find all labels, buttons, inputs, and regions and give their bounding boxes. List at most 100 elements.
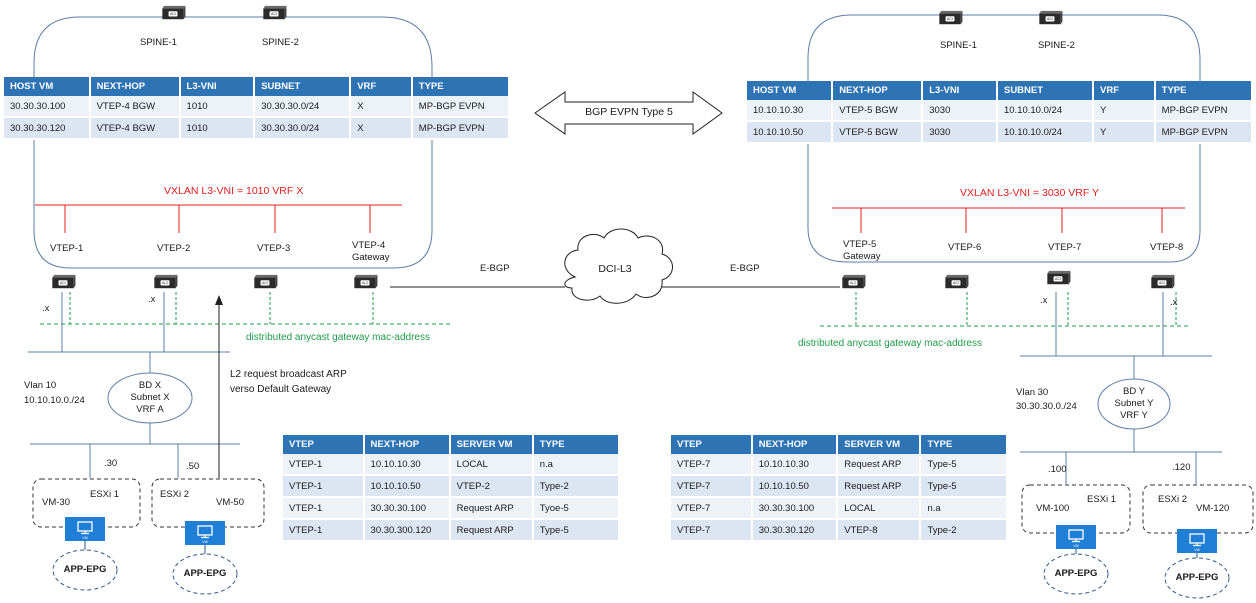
right-anycast-label: distributed anycast gateway mac-address	[798, 338, 982, 349]
epg-ellipse	[52, 549, 118, 591]
table-header-cell: SERVER VM	[837, 435, 922, 454]
esxi-label: ESXi 1	[1087, 494, 1117, 505]
table-cell: 30.30.30.120	[751, 519, 839, 542]
bd-y-subnet: Subnet Y	[1114, 398, 1154, 409]
table-cell: Type-5	[532, 519, 621, 542]
svg-text:VM: VM	[202, 540, 207, 544]
table-header-cell: TYPE	[411, 77, 511, 96]
aci-switch-icon: ACI	[945, 274, 969, 289]
table-header-cell: HOST VM	[4, 77, 91, 96]
right-fabric-outline	[807, 14, 1201, 263]
table-cell: Type-5	[920, 454, 1008, 476]
vm-label: VM-50	[216, 497, 244, 508]
table-cell: VTEP-1	[283, 519, 365, 542]
vtep-7-label: VTEP-7	[1048, 242, 1082, 253]
ebgp-left-label: E-BGP	[480, 263, 510, 274]
table-header-cell: NEXT-HOP	[89, 77, 181, 96]
table-cell: Y	[1093, 100, 1156, 122]
table-cell: X	[350, 117, 413, 140]
table-header-cell: L3-VNI	[922, 81, 998, 100]
table-cell: Request ARP	[837, 454, 922, 476]
vm-icon: VM	[185, 521, 225, 545]
table-cell: 30.30.30.0/24	[254, 96, 352, 118]
table-header-cell: SERVER VM	[449, 435, 534, 454]
vtep-1-label: VTEP-1	[50, 243, 84, 254]
aci-switch-icon: ACI	[1039, 10, 1063, 25]
table-cell: VTEP-2	[449, 475, 534, 498]
bd-x-name: BD X	[138, 380, 162, 391]
vtep-5-gateway-label: Gateway	[843, 251, 881, 262]
table-cell: 10.10.10.0/24	[996, 121, 1095, 144]
table-cell: MP-BGP EVPN	[411, 96, 511, 118]
table-cell: MP-BGP EVPN	[1154, 121, 1254, 144]
aci-switch-icon: ACI	[1047, 270, 1071, 285]
table-cell: 1010	[179, 96, 256, 118]
table-header-cell: NEXT-HOP	[363, 435, 451, 454]
x-label: .x	[1170, 297, 1178, 308]
table-cell: MP-BGP EVPN	[411, 117, 511, 140]
table-cell: 3030	[922, 100, 998, 122]
arp-note-line-1: L2 request broadcast ARP	[230, 369, 347, 380]
vtep-3-label: VTEP-3	[257, 243, 291, 254]
table-header-cell: SUBNET	[996, 81, 1095, 100]
table-cell: 30.30.30.100	[4, 96, 91, 118]
table-cell: 10.10.10.30	[747, 100, 834, 122]
vlan-30-subnet: 30.30.30.0./24	[1016, 401, 1077, 412]
aci-switch-icon: ACI	[254, 274, 278, 289]
table-cell: VTEP-5 BGW	[832, 100, 924, 122]
left-vxlan-label: VXLAN L3-VNI = 1010 VRF X	[164, 185, 304, 197]
left-spine-1-label: SPINE-1	[140, 37, 177, 48]
dci-l3-label: DCI-L3	[598, 263, 632, 275]
vlan-10-subnet: 10.10.10.0./24	[24, 395, 85, 406]
cloud-icon	[564, 228, 673, 304]
x-label: .x	[42, 303, 50, 314]
esxi-box	[151, 478, 265, 528]
right-vxlan-label: VXLAN L3-VNI = 3030 VRF Y	[960, 187, 1100, 199]
aci-switch-icon: ACI	[162, 5, 186, 20]
table-cell: Tyoe-5	[532, 497, 621, 520]
esxi-box	[1021, 484, 1131, 534]
table-cell: VTEP-5 BGW	[832, 121, 924, 144]
aci-switch-icon: ACI	[263, 5, 287, 20]
vlan-10-title: Vlan 10	[24, 380, 57, 391]
esxi-label: ESXi 1	[90, 489, 120, 500]
bd-x-ellipse	[107, 372, 193, 424]
vtep-8-label: VTEP-8	[1150, 242, 1184, 253]
x-label: .x	[148, 294, 156, 305]
table-cell: VTEP-1	[283, 454, 365, 476]
table-header-cell: HOST VM	[747, 81, 834, 100]
table-cell: 30.30.30.100	[751, 497, 839, 520]
table-header-cell: TYPE	[1154, 81, 1254, 100]
svg-text:ACI: ACI	[271, 12, 277, 16]
svg-text:ACI: ACI	[1055, 277, 1061, 281]
host-ip: .30	[104, 458, 118, 469]
epg-label: APP-EPG	[183, 568, 227, 579]
table-cell: X	[350, 96, 413, 118]
table-header-cell: TYPE	[920, 435, 1008, 454]
left-anycast-label: distributed anycast gateway mac-address	[246, 332, 430, 343]
table-cell: 30.30.30.100	[363, 497, 451, 520]
table-cell: VTEP-1	[283, 475, 365, 498]
table-cell: 3030	[922, 121, 998, 144]
svg-text:ACI: ACI	[947, 17, 953, 21]
svg-text:ACI: ACI	[262, 281, 268, 285]
table-cell: 1010	[179, 117, 256, 140]
svg-text:ACI: ACI	[170, 12, 176, 16]
svg-text:VM: VM	[1073, 544, 1078, 548]
aci-switch-icon: ACI	[939, 10, 963, 25]
table-cell: VTEP-8	[837, 519, 922, 542]
table-cell: 10.10.10.30	[363, 454, 451, 476]
vtep-2-label: VTEP-2	[157, 243, 191, 254]
table-header-cell: SUBNET	[254, 77, 352, 96]
